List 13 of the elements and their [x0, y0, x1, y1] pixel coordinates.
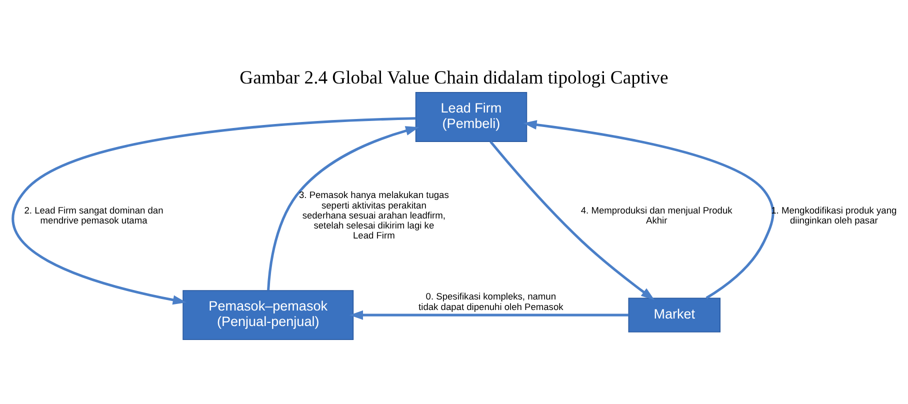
- arrow: [490, 140, 655, 300]
- arrow: [267, 126, 420, 290]
- edge-label: 2. Lead Firm sangat dominan dan mendrive pemasok utama: [24, 204, 164, 225]
- edge-label: 0. Spesifikasi kompleks, namun tidak dapat dipenuhi oleh Pemasok: [418, 291, 564, 312]
- node-box: Market: [628, 297, 720, 332]
- arrow: [523, 120, 774, 299]
- edge-label: 4. Memproduksi dan menjual Produk Akhir: [580, 204, 732, 225]
- edge-label: 3. Pemasok hanya melakukan tugas seperti aktivitas perakitan sederhana sesuai arahan leadfirm, setelah selesai dikirim lagi ke Lead Firm: [298, 190, 449, 240]
- node-box: Pemasok–pemasok (Penjual-penjual): [182, 290, 354, 340]
- arrow: [12, 116, 416, 304]
- arrow: [349, 310, 628, 320]
- diagram-title: Gambar 2.4 Global Value Chain didalam tipologi Captive: [240, 67, 668, 88]
- node-box: Lead Firm (Pembeli): [415, 92, 528, 142]
